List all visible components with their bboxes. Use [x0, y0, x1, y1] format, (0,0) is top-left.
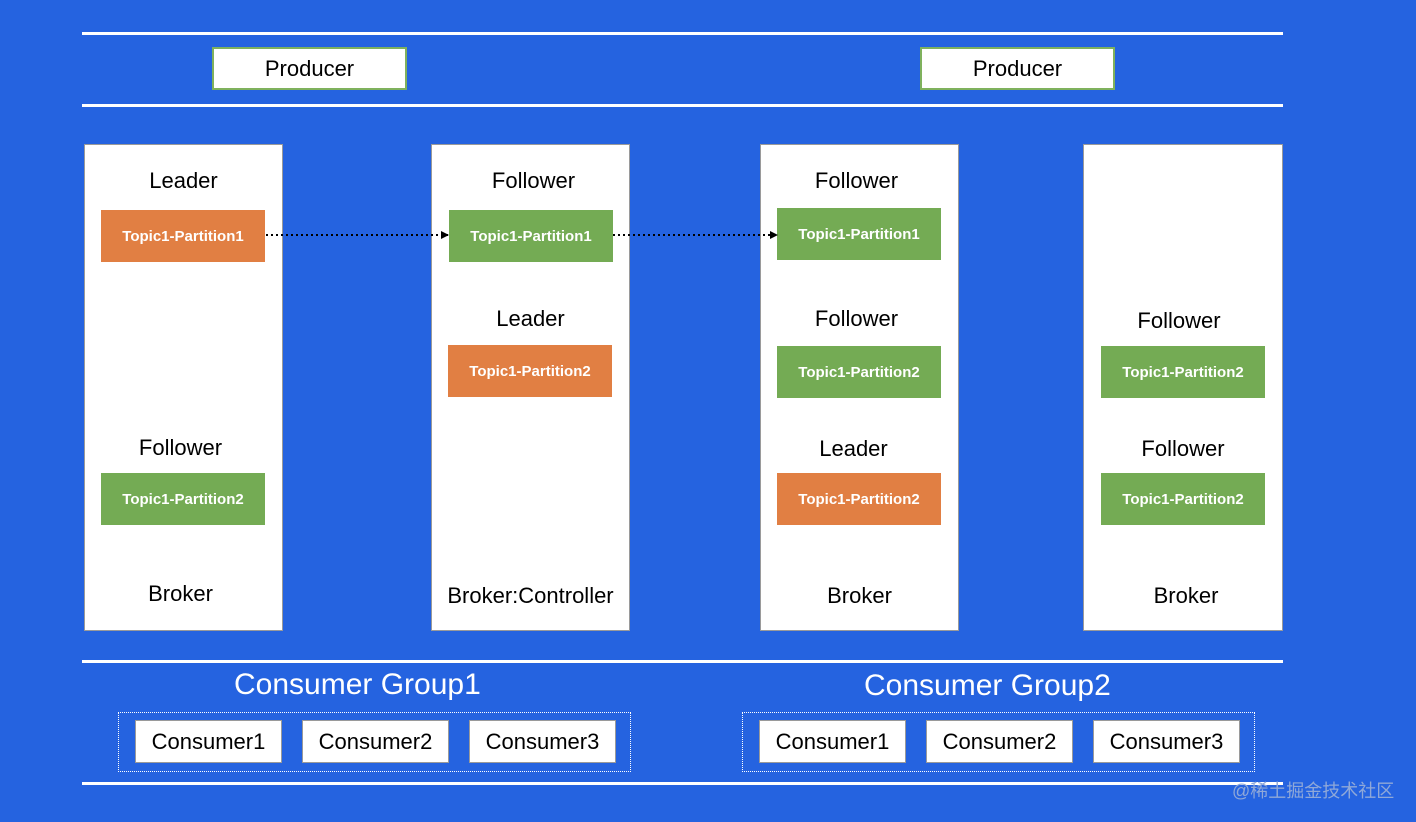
- consumer-box[interactable]: Consumer3: [469, 720, 616, 763]
- follower-partition[interactable]: Topic1-Partition1: [777, 208, 941, 260]
- producer-divider: [82, 104, 1283, 107]
- consumer-group-title: Consumer Group1: [234, 668, 481, 701]
- consumer-group-frame: [742, 712, 1255, 772]
- producer-label: Producer: [972, 55, 1063, 81]
- consumer-box[interactable]: Consumer2: [926, 720, 1073, 763]
- replica-role: Follower: [1137, 308, 1221, 333]
- follower-partition[interactable]: Topic1-Partition2: [1101, 473, 1265, 525]
- leader-partition[interactable]: Topic1-Partition2: [777, 473, 941, 525]
- broker-1[interactable]: Leader Topic1-Partition1 Follower Topic1…: [84, 144, 283, 631]
- replica-role: Follower: [1141, 436, 1225, 461]
- producer-box-1[interactable]: Producer: [212, 47, 407, 90]
- broker-name: Broker: [1153, 583, 1219, 608]
- producer-box-2[interactable]: Producer: [920, 47, 1115, 90]
- broker-name: Broker: [148, 581, 213, 606]
- watermark: @稀土掘金技术社区: [1232, 781, 1395, 801]
- follower-partition[interactable]: Topic1-Partition2: [1101, 346, 1265, 398]
- bottom-divider: [82, 782, 1283, 785]
- consumer-box[interactable]: Consumer3: [1093, 720, 1240, 763]
- broker-3[interactable]: Follower Topic1-Partition1 Follower Topi…: [760, 144, 959, 631]
- broker-name: Broker: [827, 583, 892, 608]
- replica-role: Follower: [491, 168, 576, 193]
- follower-partition[interactable]: Topic1-Partition2: [101, 473, 265, 525]
- broker-2-controller[interactable]: Follower Topic1-Partition1 Leader Topic1…: [431, 144, 630, 631]
- leader-partition[interactable]: Topic1-Partition1: [101, 210, 265, 262]
- broker-name: Broker:Controller: [447, 583, 614, 608]
- consumer-divider: [82, 660, 1283, 663]
- leader-partition[interactable]: Topic1-Partition2: [448, 345, 612, 397]
- replica-role: Follower: [814, 168, 899, 193]
- replica-role: Follower: [814, 306, 899, 331]
- consumer-group-frame: [118, 712, 631, 772]
- broker-4[interactable]: Follower Topic1-Partition2 Follower Topi…: [1083, 144, 1283, 631]
- follower-partition[interactable]: Topic1-Partition2: [777, 346, 941, 398]
- replica-role: Leader: [496, 306, 565, 331]
- replica-role: Leader: [149, 168, 218, 193]
- consumer-group-title: Consumer Group2: [864, 669, 1111, 702]
- producer-label: Producer: [264, 55, 355, 81]
- consumer-box[interactable]: Consumer1: [759, 720, 906, 763]
- replica-role: Follower: [138, 435, 223, 460]
- consumer-box[interactable]: Consumer1: [135, 720, 282, 763]
- consumer-box[interactable]: Consumer2: [302, 720, 449, 763]
- replica-role: Leader: [819, 436, 888, 461]
- top-divider: [82, 32, 1283, 35]
- follower-partition[interactable]: Topic1-Partition1: [449, 210, 613, 262]
